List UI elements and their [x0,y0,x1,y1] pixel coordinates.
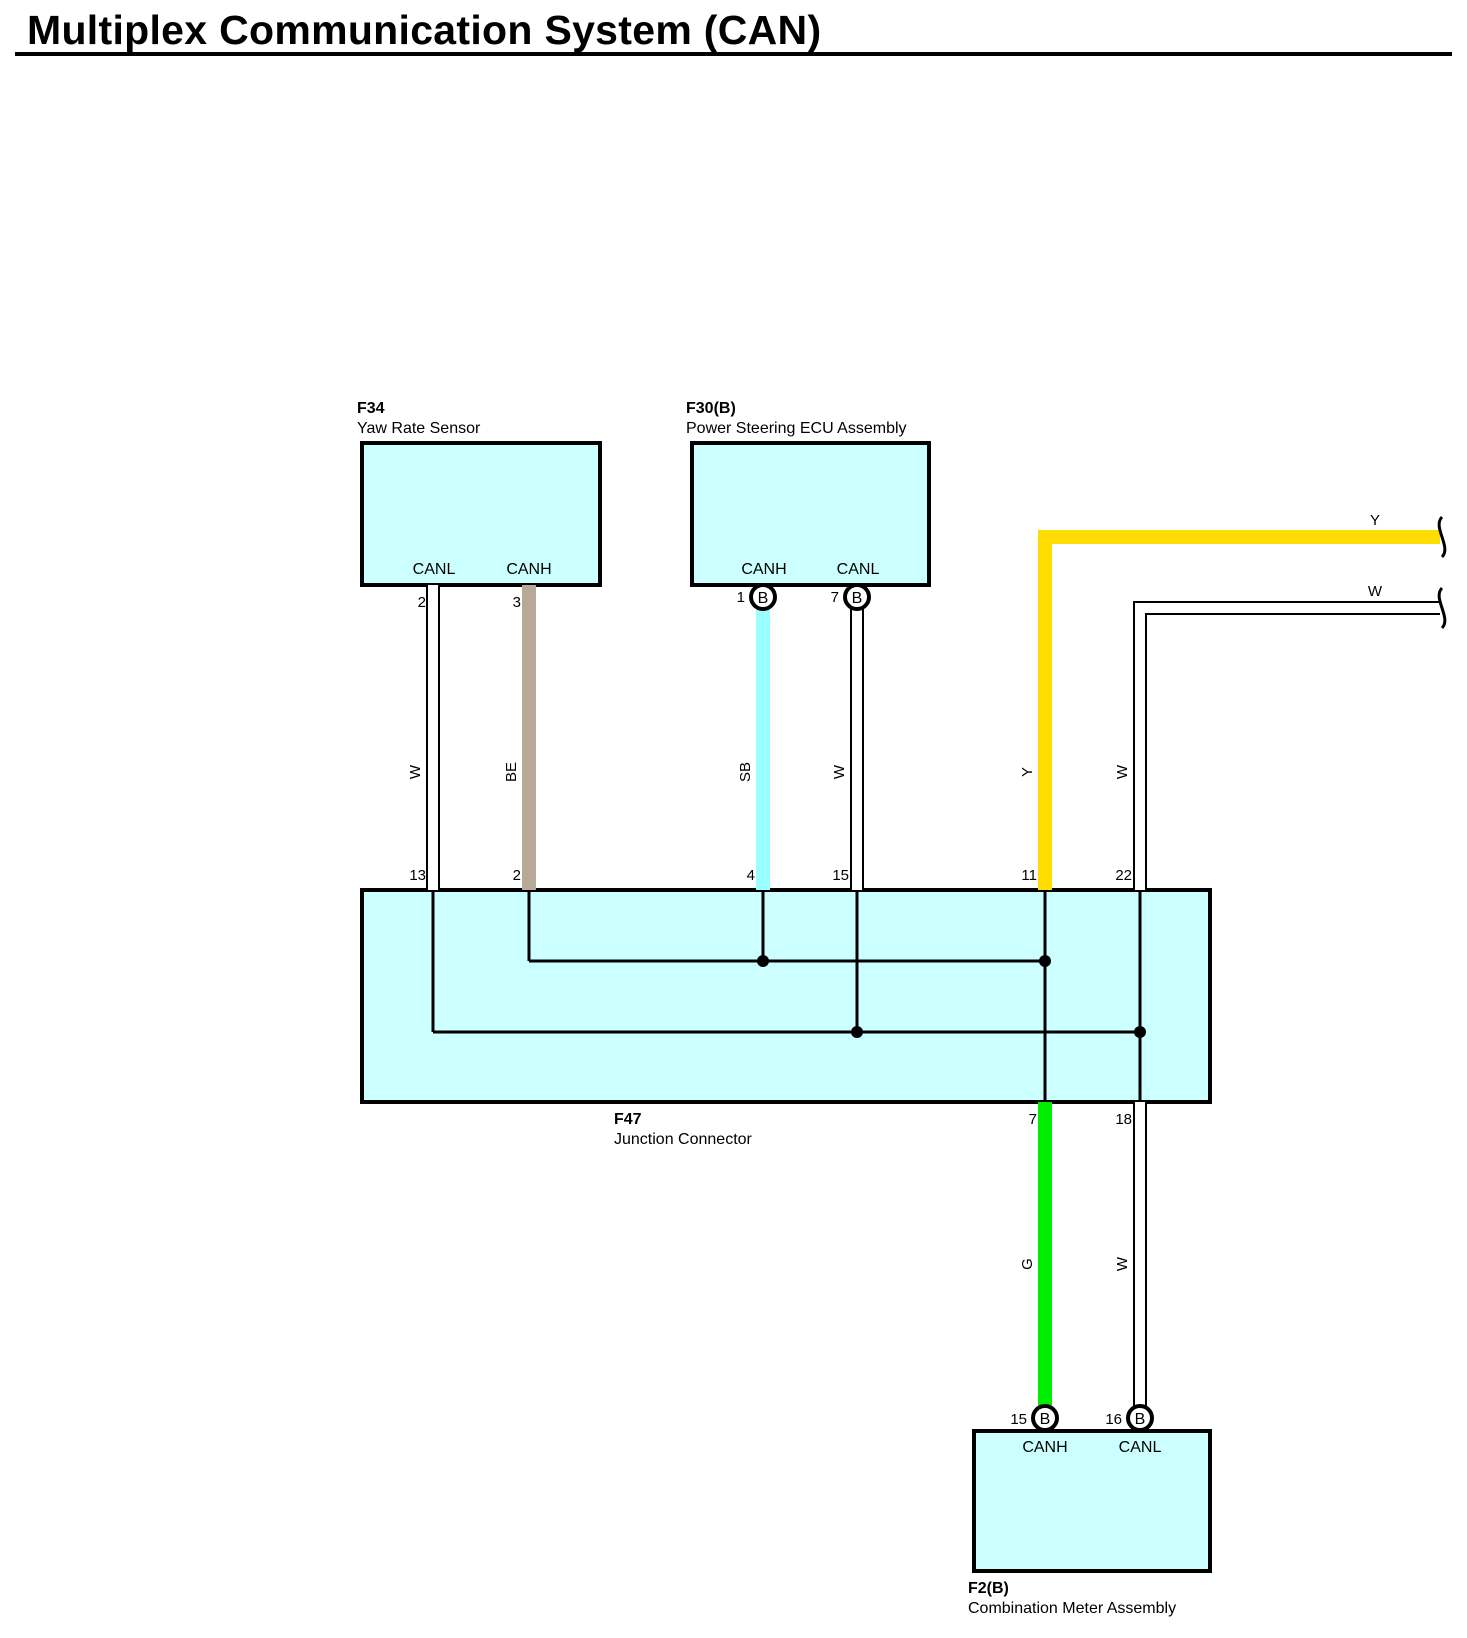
wire-color-code: BE [503,762,520,782]
pin-number: 7 [831,589,839,606]
pin-number: 15 [1010,1411,1027,1428]
wire-color-code: W [1368,583,1383,600]
pin-number: 18 [1115,1111,1132,1128]
connector-marker: B [1126,1404,1154,1432]
wire-be-yaw-canh [522,585,536,890]
wire-color-code: W [407,764,424,779]
wire-color-code: W [831,764,848,779]
component-code: F47 [614,1111,642,1128]
yaw-rate-sensor-box [360,441,602,587]
wire-w-ps-canl [850,606,864,890]
wire-color-code: G [1019,1258,1036,1270]
terminal-label: CANH [506,561,551,578]
wire-sb-ps-canh [756,606,770,890]
junction-internal-wiring [431,890,1142,1102]
component-code: F30(B) [686,400,736,417]
wire-w-external [1133,601,1440,890]
wire-y-external [1038,530,1440,890]
pin-number: 15 [832,867,849,884]
svg-text:B: B [1040,1411,1051,1428]
wire-color-code: SB [737,762,754,782]
terminal-label: CANL [837,561,880,578]
wire-color-code: W [1114,764,1131,779]
pin-number: 13 [409,867,426,884]
connector-marker: B [749,583,777,611]
terminal-label: CANL [413,561,456,578]
pin-number: 1 [737,589,745,606]
wire-w-cm-canl [1133,1102,1147,1410]
pin-number: 16 [1105,1411,1122,1428]
pin-number: 4 [747,867,755,884]
junction-dot [757,955,769,967]
power-steering-ecu-box [690,441,931,587]
junction-dot [1134,1026,1146,1038]
terminal-label: CANH [741,561,786,578]
wire-color-code: Y [1019,767,1036,777]
connector-marker: B [843,583,871,611]
wire-break-mark-y [1437,515,1447,559]
component-code: F34 [357,400,385,417]
junction-dot [1039,955,1051,967]
wire-color-code: Y [1370,512,1380,529]
svg-text:B: B [852,590,863,607]
svg-text:B: B [758,590,769,607]
terminal-label: CANL [1119,1439,1162,1456]
wire-g-cm-canh [1038,1102,1052,1410]
wire-w-yaw-canl [426,585,440,890]
combination-meter-box [972,1429,1212,1573]
pin-number: 11 [1021,867,1037,884]
component-name: Yaw Rate Sensor [357,420,481,437]
wire-color-code: W [1114,1256,1131,1271]
pin-number: 7 [1029,1111,1037,1128]
component-name: Power Steering ECU Assembly [686,420,907,437]
pin-number: 22 [1115,867,1132,884]
junction-dot [851,1026,863,1038]
connector-marker: B [1031,1404,1059,1432]
svg-text:B: B [1135,1411,1146,1428]
pin-number: 2 [418,594,426,611]
wire-break-mark-w [1437,586,1447,630]
pin-number: 2 [513,867,521,884]
component-code: F2(B) [968,1580,1009,1597]
junction-connector-box [360,888,1212,1104]
component-name: Combination Meter Assembly [968,1600,1176,1617]
terminal-label: CANH [1022,1439,1067,1456]
pin-number: 3 [513,594,521,611]
title-rule [15,52,1452,56]
component-name: Junction Connector [614,1131,753,1148]
page-title: Multiplex Communication System (CAN) [27,7,822,53]
